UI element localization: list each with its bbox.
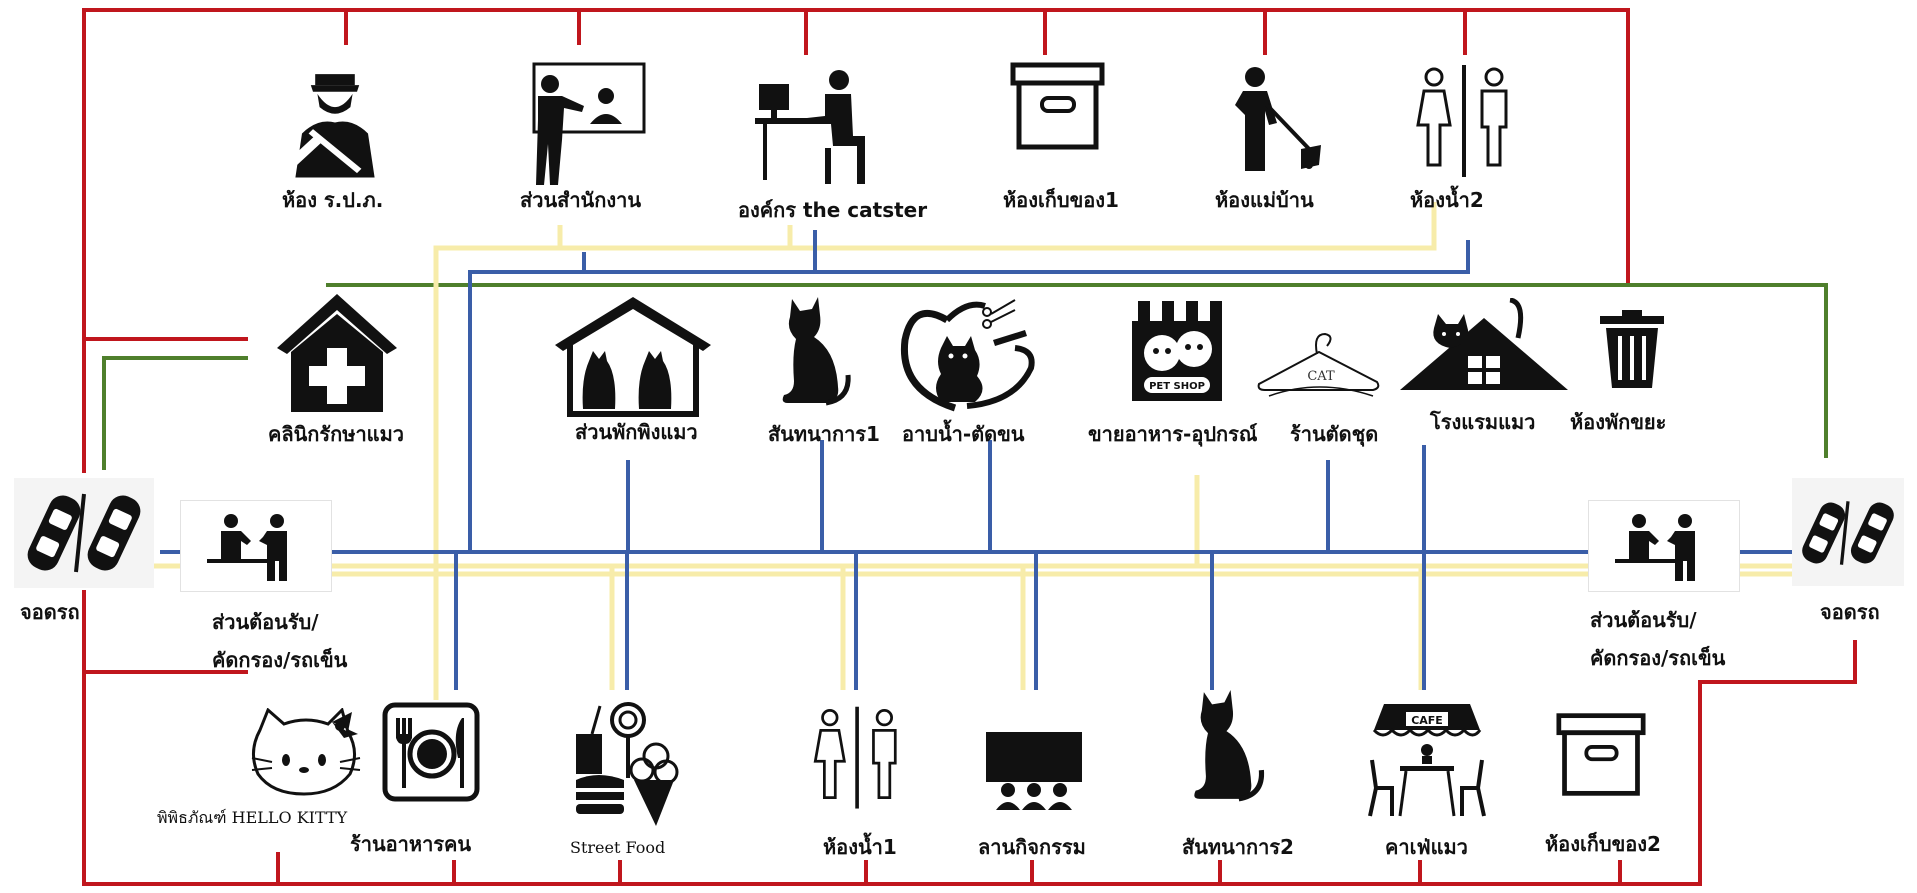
org-label: องค์กร the catster bbox=[738, 198, 927, 222]
restaurant-plate-icon bbox=[382, 702, 480, 802]
reception-right-panel bbox=[1588, 500, 1740, 592]
parking-left-panel bbox=[14, 478, 154, 588]
pet-food-label: ขายอาหาร-อุปกรณ์ bbox=[1088, 422, 1258, 446]
restroom1-label: ห้องน้ำ1 bbox=[823, 835, 897, 859]
red-lines bbox=[82, 8, 1857, 886]
reception-desk-icon bbox=[1615, 511, 1713, 583]
restroom-icon bbox=[808, 705, 908, 813]
parking-cars-icon bbox=[20, 488, 148, 578]
guard-room-label: ห้อง ร.ป.ภ. bbox=[282, 188, 384, 212]
blue-lines bbox=[160, 230, 1810, 690]
storage-box-icon bbox=[1556, 712, 1646, 797]
sitting-cat-icon bbox=[778, 295, 853, 407]
maid-room-label: ห้องแม่บ้าน bbox=[1215, 188, 1314, 212]
grooming-cat-icon bbox=[895, 290, 1040, 415]
yellow-lines bbox=[147, 202, 1800, 700]
parking-right-panel bbox=[1792, 478, 1904, 586]
guard-icon bbox=[280, 65, 390, 180]
parking-right-label: จอดรถ bbox=[1820, 600, 1880, 624]
org-label-text: องค์กร the catster bbox=[738, 198, 928, 222]
cafe-sign-text: CAFE bbox=[1411, 714, 1443, 727]
hanger-icon: CAT bbox=[1255, 330, 1385, 400]
restroom-icon bbox=[1410, 65, 1520, 180]
tailor-label: ร้านตัดชุด bbox=[1290, 422, 1379, 446]
recreation2-label: สันทนาการ2 bbox=[1182, 835, 1294, 859]
clinic-house-icon bbox=[275, 290, 400, 415]
parking-cars-icon bbox=[1796, 490, 1900, 576]
office-label: ส่วนสำนักงาน bbox=[520, 188, 641, 212]
reception-right-label-1: ส่วนต้อนรับ/ bbox=[1590, 608, 1697, 632]
grooming-label: อาบน้ำ-ตัดขน bbox=[902, 422, 1025, 446]
computer-desk-icon bbox=[755, 66, 870, 184]
street-food-label: Street Food bbox=[570, 838, 666, 857]
storage1-label: ห้องเก็บของ1 bbox=[1003, 188, 1119, 212]
restaurant-label: ร้านอาหารคน bbox=[350, 832, 472, 856]
cleaner-icon bbox=[1225, 65, 1325, 175]
reception-left-label-1: ส่วนต้อนรับ/ bbox=[212, 610, 319, 634]
hello-kitty-icon bbox=[248, 708, 363, 798]
cat-shelter-icon bbox=[553, 295, 713, 420]
hanger-tag-text: CAT bbox=[1307, 369, 1335, 384]
street-food-icon bbox=[570, 700, 680, 828]
pet-shop-icon: PET SHOP bbox=[1128, 295, 1226, 407]
reception-desk-icon bbox=[207, 511, 305, 583]
restroom2-label: ห้องน้ำ2 bbox=[1410, 188, 1484, 212]
office-icon bbox=[520, 60, 650, 185]
green-lines bbox=[102, 283, 1828, 470]
reception-left-panel bbox=[180, 500, 332, 592]
sitting-cat-icon bbox=[1188, 688, 1268, 803]
storage2-label: ห้องเก็บของ2 bbox=[1545, 832, 1661, 856]
garbage-label: ห้องพักขยะ bbox=[1570, 410, 1667, 434]
reception-left-label-2: คัดกรอง/รถเข็น bbox=[212, 648, 348, 672]
cat-hotel-icon bbox=[1398, 298, 1570, 393]
activity-label: ลานกิจกรรม bbox=[978, 835, 1086, 859]
recreation1-label: สันทนาการ1 bbox=[768, 422, 880, 446]
pet-shop-sign-text: PET SHOP bbox=[1149, 381, 1205, 392]
hello-kitty-label: พิพิธภัณฑ์ HELLO KITTY bbox=[157, 808, 348, 827]
cat-hotel-label: โรงแรมแมว bbox=[1430, 410, 1536, 434]
activity-screen-icon bbox=[984, 730, 1084, 812]
storage-box-icon bbox=[1010, 62, 1105, 150]
parking-left-label: จอดรถ bbox=[20, 600, 80, 624]
cafe-icon: CAFE bbox=[1362, 700, 1492, 818]
reception-right-label-2: คัดกรอง/รถเข็น bbox=[1590, 646, 1726, 670]
trash-can-icon bbox=[1598, 310, 1666, 390]
clinic-label: คลินิกรักษาแมว bbox=[268, 422, 404, 446]
cat-cafe-label: คาเฟ่แมว bbox=[1385, 835, 1468, 859]
cat-boarding-label: ส่วนพักพิงแมว bbox=[575, 420, 698, 444]
